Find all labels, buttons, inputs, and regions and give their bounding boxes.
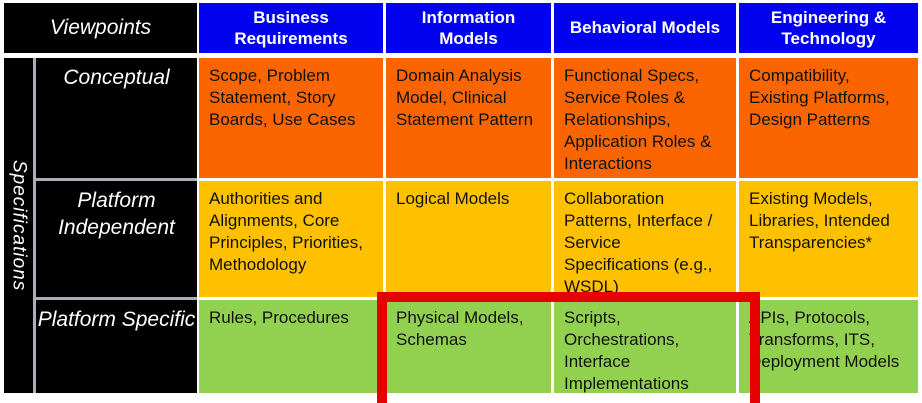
column-header-label: Behavioral Models	[569, 18, 721, 38]
column-header-label: Information Models	[421, 7, 516, 48]
column-header-business-requirements: Business Requirements	[199, 3, 383, 53]
column-header-label: Engineering & Technology	[770, 7, 887, 48]
cell-platform-specific-behavioral-models: Scripts, Orchestrations, Interface Imple…	[554, 300, 736, 393]
column-header-label: Business Requirements	[234, 7, 348, 48]
side-label-specifications: Specifications	[4, 58, 33, 393]
cell-platform-specific-information-models: Physical Models, Schemas	[386, 300, 551, 393]
row-label-platform-specific: Platform Specific	[36, 300, 197, 393]
row-label-block: Specifications Conceptual Platform Indep…	[4, 58, 197, 393]
corner-cell-viewpoints: Viewpoints	[4, 3, 197, 53]
highlight-box	[377, 292, 760, 403]
row-label-conceptual: Conceptual	[36, 58, 197, 178]
specifications-label: Specifications	[8, 159, 30, 292]
row-label-platform-independent: Platform Independent	[36, 181, 197, 297]
viewpoints-label: Viewpoints	[49, 16, 152, 39]
column-header-information-models: Information Models	[386, 3, 551, 53]
cell-conceptual-engineering-technology: Compatibility, Existing Platforms, Desig…	[739, 58, 918, 178]
cell-platform-specific-engineering-technology: APIs, Protocols, Transforms, ITS, Deploy…	[739, 300, 918, 393]
row-label-text: Platform Specific	[37, 308, 196, 331]
row-label-text: Platform Independent	[58, 189, 175, 240]
cell-conceptual-information-models: Domain Analysis Model, Clinical Statemen…	[386, 58, 551, 178]
cell-conceptual-behavioral-models: Functional Specs, Service Roles & Relati…	[554, 58, 736, 178]
column-header-engineering-technology: Engineering & Technology	[739, 3, 918, 53]
cell-platform-independent-engineering-technology: Existing Models, Libraries, Intended Tra…	[739, 181, 918, 297]
cell-platform-independent-behavioral-models: Collaboration Patterns, Interface / Serv…	[554, 181, 736, 297]
cell-platform-independent-business-requirements: Authorities and Alignments, Core Princip…	[199, 181, 383, 297]
cell-conceptual-business-requirements: Scope, Problem Statement, Story Boards, …	[199, 58, 383, 178]
row-label-text: Conceptual	[63, 66, 170, 89]
cell-platform-independent-information-models: Logical Models	[386, 181, 551, 297]
column-header-behavioral-models: Behavioral Models	[554, 3, 736, 53]
cell-platform-specific-business-requirements: Rules, Procedures	[199, 300, 383, 393]
